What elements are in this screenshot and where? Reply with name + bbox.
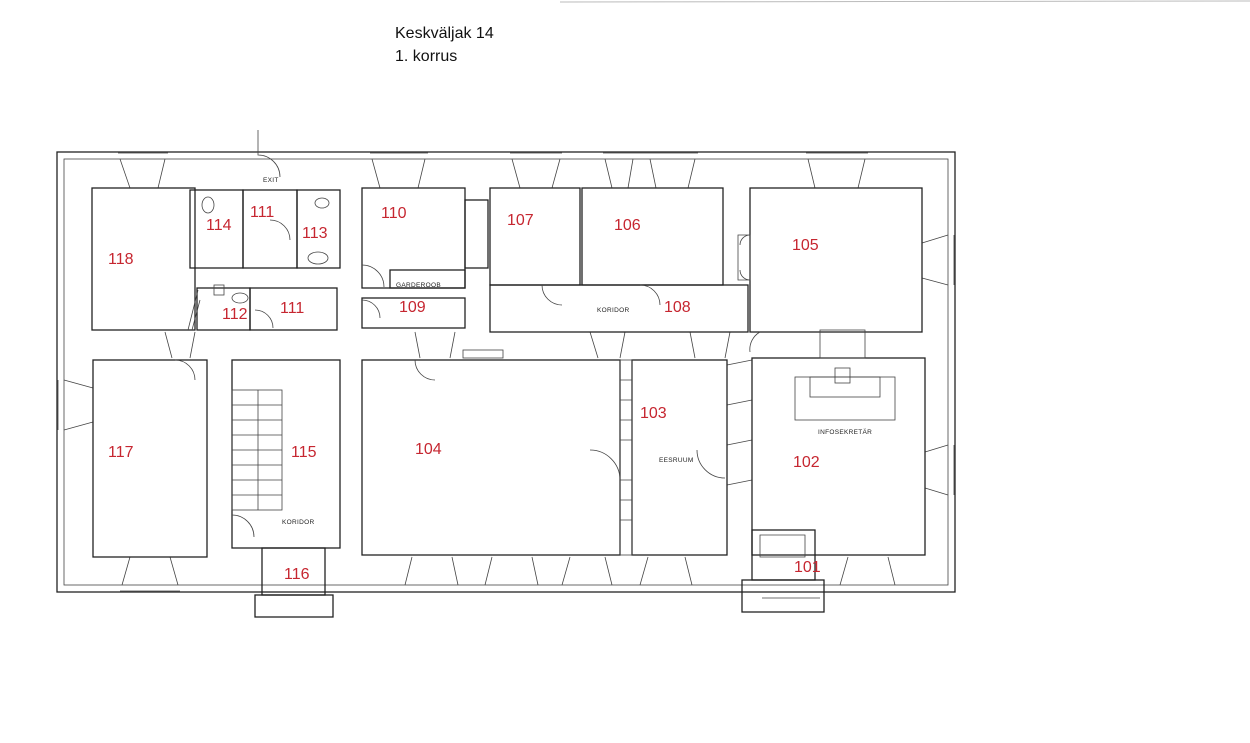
room-number-106: 106 <box>614 217 641 234</box>
room-106 <box>581 187 724 286</box>
room-number-116: 116 <box>284 566 310 583</box>
garderoob-label: GARDEROOB <box>396 282 441 289</box>
eesruum-label: EESRUUM <box>659 457 694 464</box>
room-number-108: 108 <box>664 299 691 316</box>
windows <box>57 152 955 592</box>
entrance-steps-right <box>741 579 825 613</box>
room-118 <box>91 187 196 331</box>
room-number-103: 103 <box>640 405 667 422</box>
room-107 <box>489 187 581 286</box>
room-number-102: 102 <box>793 454 820 471</box>
exit-door <box>257 130 281 178</box>
room-number-115: 115 <box>291 444 317 461</box>
room-105 <box>749 187 923 333</box>
room-number-105: 105 <box>792 237 819 254</box>
room-number-104: 104 <box>415 441 442 458</box>
room-number-111-lower: 111 <box>280 300 304 317</box>
koridor-label-left: KORIDOR <box>282 519 314 526</box>
partition-wall <box>619 359 633 556</box>
chair <box>834 367 851 384</box>
room-number-112: 112 <box>222 306 248 323</box>
room-113 <box>296 189 341 269</box>
room-number-107: 107 <box>507 212 534 229</box>
room-number-101: 101 <box>794 559 821 576</box>
garderoob-rack <box>389 269 466 289</box>
exit-label: EXIT <box>263 177 279 184</box>
interior-details <box>174 130 896 599</box>
room-111-lower <box>249 287 338 331</box>
infosekretar-label: INFOSEKRETÄR <box>818 428 872 436</box>
address: Keskväljak 14 <box>395 25 494 42</box>
floor-label: 1. korrus <box>395 48 458 65</box>
scan-edge <box>559 0 1250 3</box>
koridor-label-top: KORIDOR <box>597 307 629 314</box>
room-117 <box>92 359 208 558</box>
room-104 <box>361 359 621 556</box>
room-number-118: 118 <box>108 251 134 268</box>
room-number-114: 114 <box>206 217 232 234</box>
room-108-corridor <box>489 284 749 333</box>
outer-walls <box>56 151 956 593</box>
room-number-111-upper: 111 <box>250 204 274 221</box>
room-number-117: 117 <box>108 444 134 461</box>
room-number-113: 113 <box>302 225 328 242</box>
room-110 <box>361 187 466 289</box>
room-numbers: 101 102 103 104 105 106 107 108 109 110 … <box>108 204 821 583</box>
room-111-upper <box>242 189 298 269</box>
plan-title: Keskväljak 14 1. korrus <box>395 22 494 68</box>
room-number-110: 110 <box>381 205 407 222</box>
room-number-109: 109 <box>399 299 426 316</box>
room-110-sink <box>464 199 489 269</box>
room-109 <box>361 297 466 329</box>
entrance-steps-left <box>254 594 334 618</box>
room-102 <box>751 357 926 556</box>
